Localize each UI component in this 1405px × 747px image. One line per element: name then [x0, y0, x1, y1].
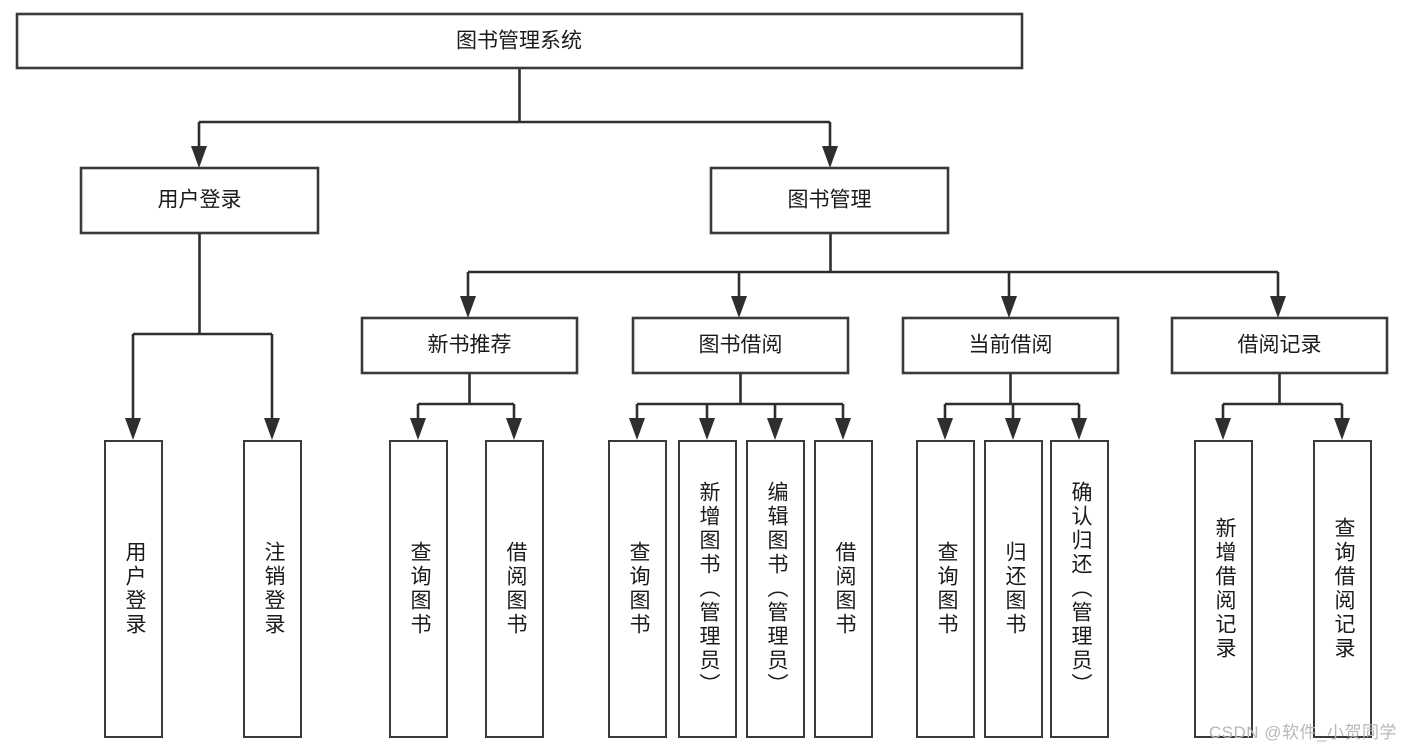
arrow-head-leaf2 [264, 418, 280, 440]
arrow-head-login [191, 146, 207, 168]
arrow-head-bookmgmt [822, 146, 838, 168]
node-borrow-label: 图书借阅 [699, 334, 783, 357]
arrow-head-leaf4 [506, 418, 522, 440]
connector-layer [125, 68, 1350, 440]
arrow-head-leaf5 [629, 418, 645, 440]
arrow-head-leaf8 [835, 418, 851, 440]
node-leaf7-label: 编辑图书（管理员） [764, 481, 788, 697]
node-login[interactable]: 用户登录 [79, 166, 320, 235]
arrow-head-borrow [731, 296, 747, 318]
node-leaf9[interactable]: 查询图书 [916, 440, 975, 738]
node-leaf13[interactable]: 查询借阅记录 [1313, 440, 1372, 738]
node-current-label: 当前借阅 [969, 334, 1053, 357]
node-leaf12-label: 新增借阅记录 [1212, 517, 1236, 661]
node-login-label: 用户登录 [158, 189, 242, 212]
node-leaf3-label: 查询图书 [407, 541, 431, 637]
node-leaf2-label: 注销登录 [261, 541, 285, 637]
arrow-head-leaf13 [1334, 418, 1350, 440]
arrow-head-newbook [460, 296, 476, 318]
arrow-head-current [1001, 296, 1017, 318]
node-newbook-label: 新书推荐 [428, 334, 512, 357]
arrow-head-leaf7 [767, 418, 783, 440]
node-root[interactable]: 图书管理系统 [15, 12, 1024, 70]
node-leaf3[interactable]: 查询图书 [389, 440, 448, 738]
node-leaf11[interactable]: 确认归还（管理员） [1050, 440, 1109, 738]
node-leaf1[interactable]: 用户登录 [104, 440, 163, 738]
node-current[interactable]: 当前借阅 [901, 316, 1120, 375]
node-leaf1-label: 用户登录 [122, 541, 146, 637]
node-leaf11-label: 确认归还（管理员） [1068, 481, 1092, 697]
node-borrow[interactable]: 图书借阅 [631, 316, 850, 375]
node-record[interactable]: 借阅记录 [1170, 316, 1389, 375]
arrow-head-leaf12 [1215, 418, 1231, 440]
node-leaf8[interactable]: 借阅图书 [814, 440, 873, 738]
node-leaf6[interactable]: 新增图书（管理员） [678, 440, 737, 738]
arrow-head-leaf10 [1005, 418, 1021, 440]
arrow-head-leaf1 [125, 418, 141, 440]
arrow-head-leaf6 [699, 418, 715, 440]
node-leaf4[interactable]: 借阅图书 [485, 440, 544, 738]
node-leaf9-label: 查询图书 [934, 541, 958, 637]
node-leaf4-label: 借阅图书 [503, 541, 527, 637]
node-leaf10[interactable]: 归还图书 [984, 440, 1043, 738]
arrow-head-leaf9 [937, 418, 953, 440]
node-layer-horizontal: 图书管理系统 用户登录 图书管理 新书推荐 图书借阅 当前借阅 借阅记录 [15, 12, 1389, 375]
node-newbook[interactable]: 新书推荐 [360, 316, 579, 375]
arrow-head-record [1270, 296, 1286, 318]
node-leaf7[interactable]: 编辑图书（管理员） [746, 440, 805, 738]
node-leaf13-label: 查询借阅记录 [1331, 517, 1355, 661]
node-leaf8-label: 借阅图书 [832, 541, 856, 637]
node-leaf5[interactable]: 查询图书 [608, 440, 667, 738]
node-leaf2[interactable]: 注销登录 [243, 440, 302, 738]
node-bookmgmt-label: 图书管理 [788, 189, 872, 212]
arrow-head-leaf3 [410, 418, 426, 440]
arrow-head-leaf11 [1071, 418, 1087, 440]
node-root-label: 图书管理系统 [456, 30, 582, 53]
node-bookmgmt[interactable]: 图书管理 [709, 166, 950, 235]
node-leaf12[interactable]: 新增借阅记录 [1194, 440, 1253, 738]
node-leaf5-label: 查询图书 [626, 541, 650, 637]
node-leaf6-label: 新增图书（管理员） [696, 481, 720, 697]
node-leaf10-label: 归还图书 [1002, 541, 1026, 637]
node-record-label: 借阅记录 [1238, 334, 1322, 357]
